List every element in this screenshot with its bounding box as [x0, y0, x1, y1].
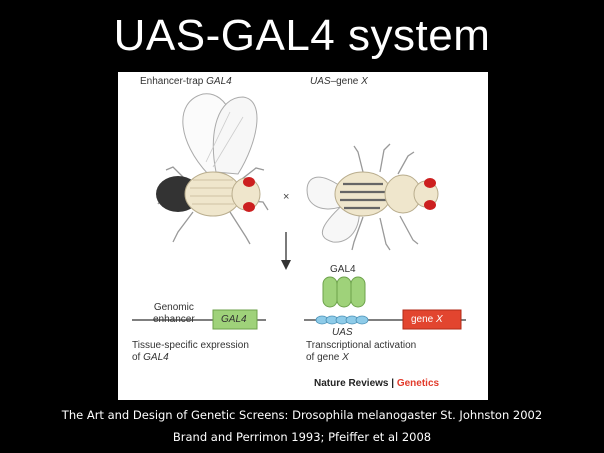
citation-line-1: The Art and Design of Genetic Screens: D…	[61, 408, 543, 422]
gene-x-box	[402, 309, 462, 330]
slide-title: UAS-GAL4 system	[113, 11, 491, 60]
left-fly-illustration	[156, 93, 269, 245]
uas-sites-icon	[315, 315, 369, 325]
gal4-protein-label: GAL4	[330, 264, 356, 275]
citation-line-2: Brand and Perrimon 1993; Pfeiffer et al …	[172, 430, 432, 444]
gal4-box-label: GAL4	[221, 314, 247, 325]
gal4-gene-box	[212, 309, 258, 330]
right-caption: Transcriptional activation of gene X	[306, 340, 417, 363]
uas-gene-x-label: UAS–gene X	[310, 76, 368, 87]
right-fly-illustration	[306, 143, 439, 251]
uas-label: UAS	[332, 327, 353, 338]
source-credit: Nature Reviews | Genetics	[314, 378, 440, 389]
figure-panel: ×	[118, 72, 488, 400]
left-caption: Tissue-specific expression of GAL4	[132, 340, 249, 363]
enhancer-trap-label: Enhancer-trap GAL4	[140, 76, 232, 87]
genomic-enhancer-label: Genomic enhancer	[153, 302, 195, 325]
figure-graphic: ×	[132, 93, 466, 330]
gal4-protein-icon	[322, 276, 366, 308]
gene-x-box-label: gene X	[411, 314, 443, 325]
down-arrow-icon	[281, 232, 291, 270]
cross-symbol: ×	[283, 191, 289, 203]
